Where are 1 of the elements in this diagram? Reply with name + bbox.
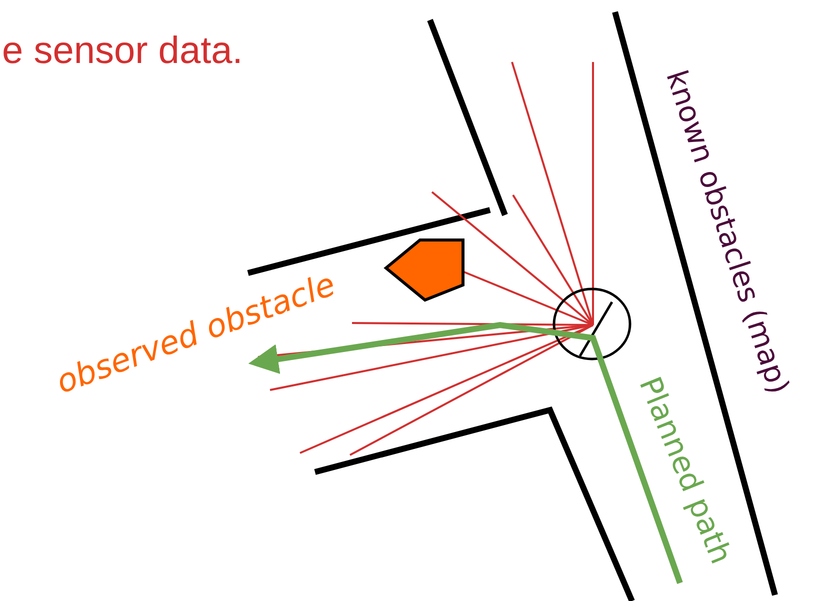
sensor-text: e sensor data. bbox=[2, 30, 243, 73]
